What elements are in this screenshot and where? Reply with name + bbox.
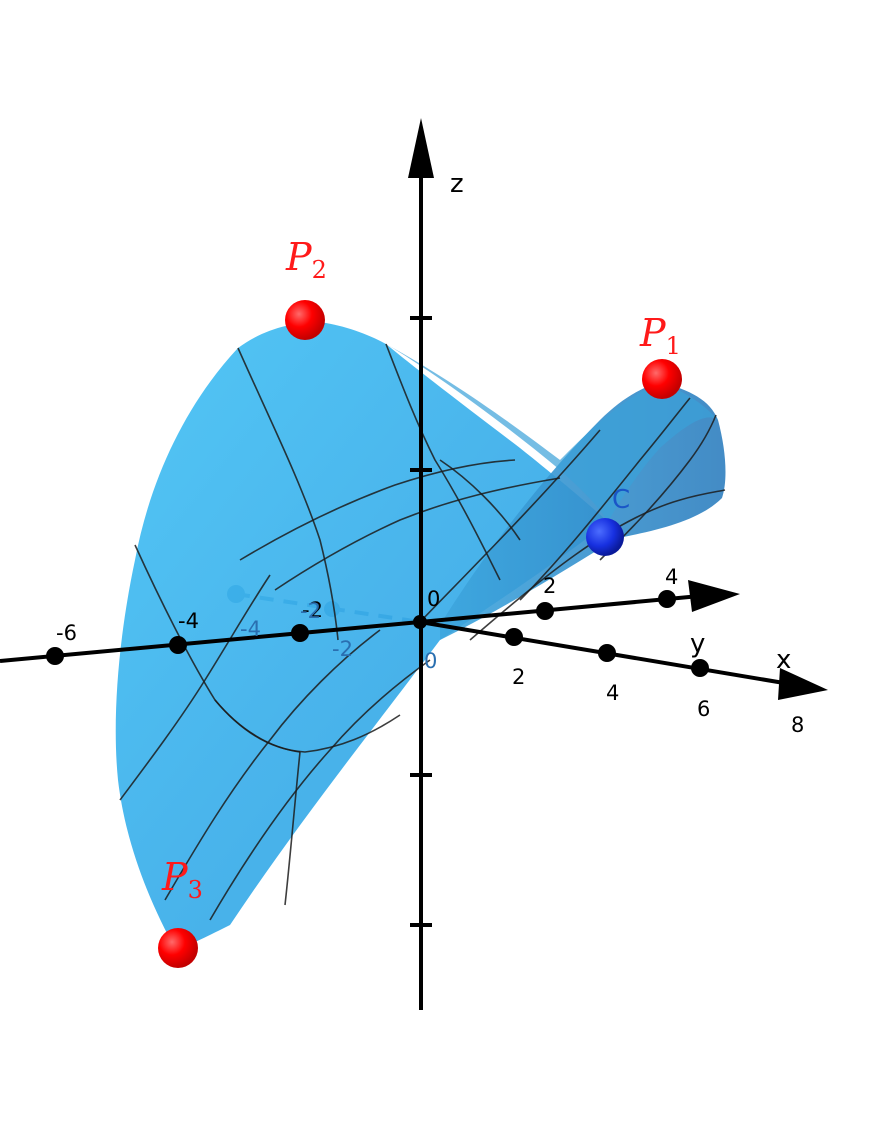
hidden-origin-label: 0	[424, 649, 437, 673]
y-tick-dot	[658, 590, 676, 608]
mesh-line	[237, 347, 339, 641]
point-p3-label: P3	[161, 855, 203, 904]
x-tick-dot	[505, 628, 523, 646]
x-tick-dot	[691, 659, 709, 677]
y-tick-label: -6	[56, 621, 77, 645]
x-tick-label: 6	[697, 697, 710, 721]
mesh-line	[284, 751, 301, 906]
mesh-line	[385, 343, 501, 581]
surface-mesh	[119, 343, 726, 921]
x-tick-label: 8	[791, 713, 804, 737]
point-c-label: C	[612, 485, 630, 515]
x-tick-label: 4	[606, 681, 619, 705]
surface	[115, 322, 726, 950]
point-p2[interactable]: P2	[285, 235, 327, 340]
point-p3-marker[interactable]	[158, 928, 198, 968]
hidden-tick-label: -2	[332, 637, 353, 661]
y-tick-label: -4	[178, 609, 199, 633]
z-axis-arrowhead	[408, 118, 434, 178]
x-tick-dot	[598, 644, 616, 662]
x-axis-arrowhead	[778, 668, 828, 700]
y-tick-label: -2	[302, 598, 323, 622]
z-axis: z	[408, 118, 464, 1010]
point-p3[interactable]: P3	[158, 855, 203, 968]
mesh-line	[239, 459, 516, 561]
point-p1-marker[interactable]	[642, 359, 682, 399]
y-tick-label: 4	[665, 565, 678, 589]
point-p1-label: P1	[639, 311, 681, 360]
hidden-tick-label: -4	[240, 617, 261, 641]
y-axis-line-left	[0, 620, 421, 663]
y-axis: -6 -4 -2 2 4	[0, 565, 740, 665]
z-axis-label: z	[450, 169, 464, 199]
mesh-line	[419, 429, 601, 623]
mesh-line	[274, 477, 561, 591]
point-c-marker[interactable]	[586, 518, 624, 556]
mesh-line	[209, 659, 431, 921]
y-axis-label: y	[690, 629, 705, 659]
origin-dot	[413, 615, 427, 629]
mesh-line	[469, 489, 726, 641]
y-tick-dot	[46, 647, 64, 665]
surface-fold	[386, 344, 718, 522]
point-p2-label: P2	[285, 235, 327, 284]
origin-label: 0	[427, 587, 440, 611]
y-axis-line-right	[419, 594, 701, 624]
surface-left-lobe	[115, 322, 608, 950]
mesh-line	[214, 699, 401, 753]
mesh-line	[519, 397, 691, 601]
mesh-line	[164, 629, 381, 901]
y-tick-dot	[536, 602, 554, 620]
mesh-line	[439, 459, 521, 541]
point-p1[interactable]: P1	[639, 311, 682, 399]
point-c[interactable]: C	[586, 485, 630, 556]
x-tick-label: 2	[512, 665, 525, 689]
y-tick-dot	[291, 624, 309, 642]
y-tick-label: 2	[543, 574, 556, 598]
point-p2-marker[interactable]	[285, 300, 325, 340]
x-axis-label: x	[776, 645, 791, 675]
y-axis-arrowhead	[688, 580, 740, 612]
x-axis: 2 4 6 8 x y	[419, 620, 828, 737]
mesh-line	[119, 574, 271, 801]
y-tick-dot	[169, 636, 187, 654]
hidden-tick-label: -2	[300, 599, 321, 623]
